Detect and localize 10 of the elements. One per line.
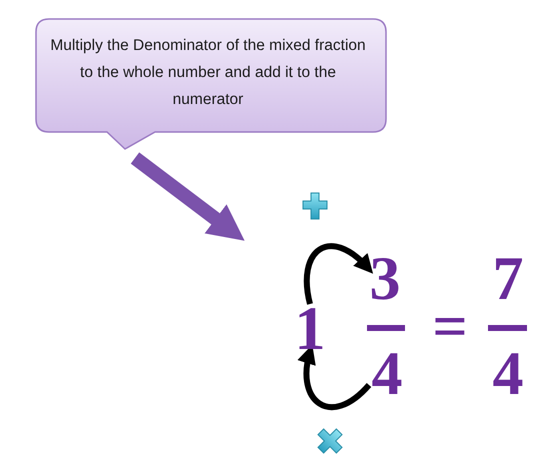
equals-sign: = (431, 302, 469, 352)
callout-text: Multiply the Denominator of the mixed fraction to the whole number and add it to the numerator (49, 36, 367, 110)
fraction-number: 1 (294, 304, 326, 354)
speech-bubble (35, 18, 387, 150)
fraction-number: 4 (492, 349, 524, 399)
fraction-number: 7 (492, 254, 524, 304)
fraction-number: 3 (368, 254, 402, 304)
curved-arrow (304, 243, 374, 305)
pointer-arrow (130, 152, 245, 241)
fraction-number: 4 (369, 349, 405, 399)
